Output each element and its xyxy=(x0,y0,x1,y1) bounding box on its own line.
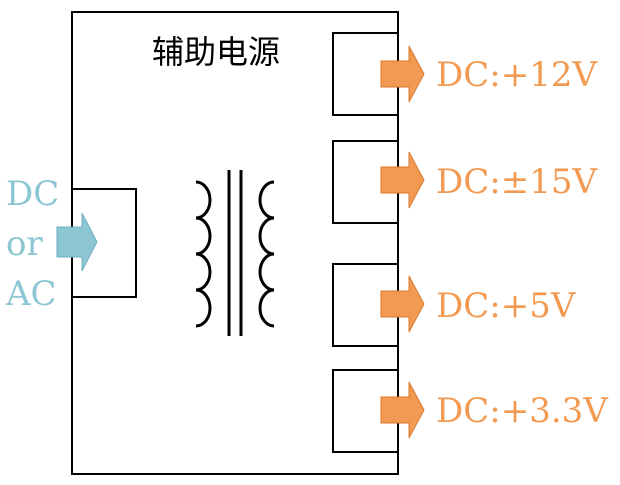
transformer-secondary-coil xyxy=(258,180,275,328)
input-label-dc: DC xyxy=(6,174,59,214)
input-label-ac: AC xyxy=(5,274,57,314)
diagram-title: 辅助电源 xyxy=(152,33,280,71)
output-arrow-5v xyxy=(380,275,425,333)
output-arrow-15v xyxy=(380,151,425,209)
output-arrow-12v xyxy=(380,45,425,103)
power-supply-box xyxy=(71,11,399,475)
output-label-5v: DC:+5V xyxy=(436,286,577,326)
input-arrow xyxy=(56,212,98,272)
output-label-12v: DC:+12V xyxy=(436,55,598,95)
transformer-primary-coil xyxy=(195,180,212,328)
output-arrow-3v3 xyxy=(380,381,425,439)
output-label-3v3: DC:+3.3V xyxy=(436,391,609,431)
transformer-symbol xyxy=(195,170,275,336)
output-label-15v: DC:±15V xyxy=(436,162,598,202)
input-label-or: or xyxy=(6,224,43,264)
